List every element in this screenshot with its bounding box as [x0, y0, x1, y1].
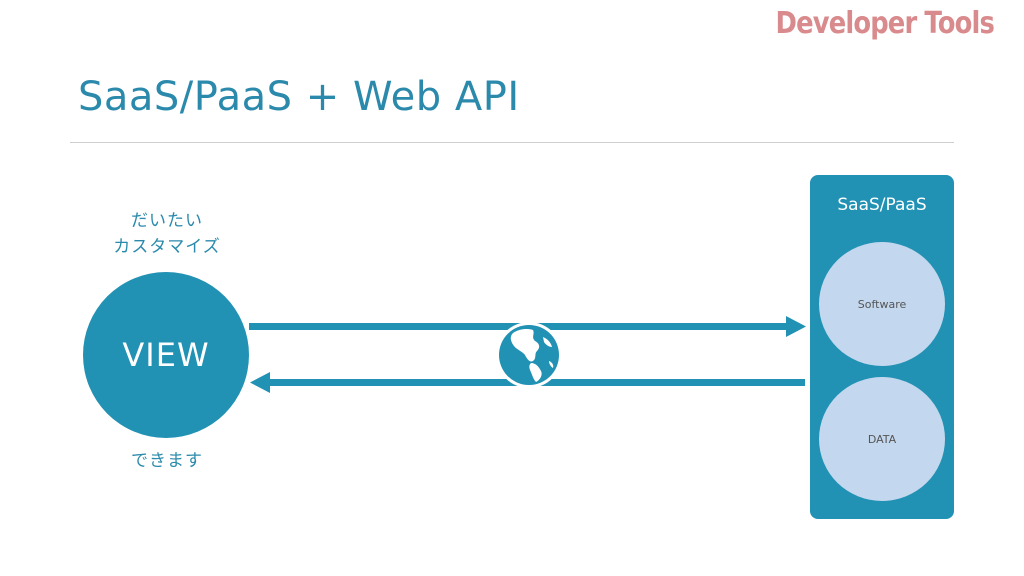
- view-node: VIEW: [83, 272, 249, 438]
- data-node: DATA: [819, 377, 945, 501]
- saas-paas-label: SaaS/PaaS: [837, 195, 927, 215]
- saas-paas-panel: SaaS/PaaS Software DATA: [810, 175, 954, 519]
- page-title: SaaS/PaaS + Web API: [78, 74, 520, 120]
- globe-icon: [496, 322, 562, 388]
- view-node-label: VIEW: [122, 336, 210, 374]
- title-divider: [70, 142, 954, 143]
- data-node-label: DATA: [867, 432, 897, 446]
- client-caption-top-line2: カスタマイズ: [113, 237, 221, 257]
- client-caption-bottom: できます: [131, 451, 203, 471]
- client-caption-top-line1: だいたい: [131, 211, 203, 231]
- software-node-label: Software: [857, 297, 907, 311]
- client-caption-top: だいたい カスタマイズ: [92, 208, 242, 260]
- brand-logo-text: Developer Tools: [775, 6, 995, 41]
- software-node: Software: [819, 242, 945, 366]
